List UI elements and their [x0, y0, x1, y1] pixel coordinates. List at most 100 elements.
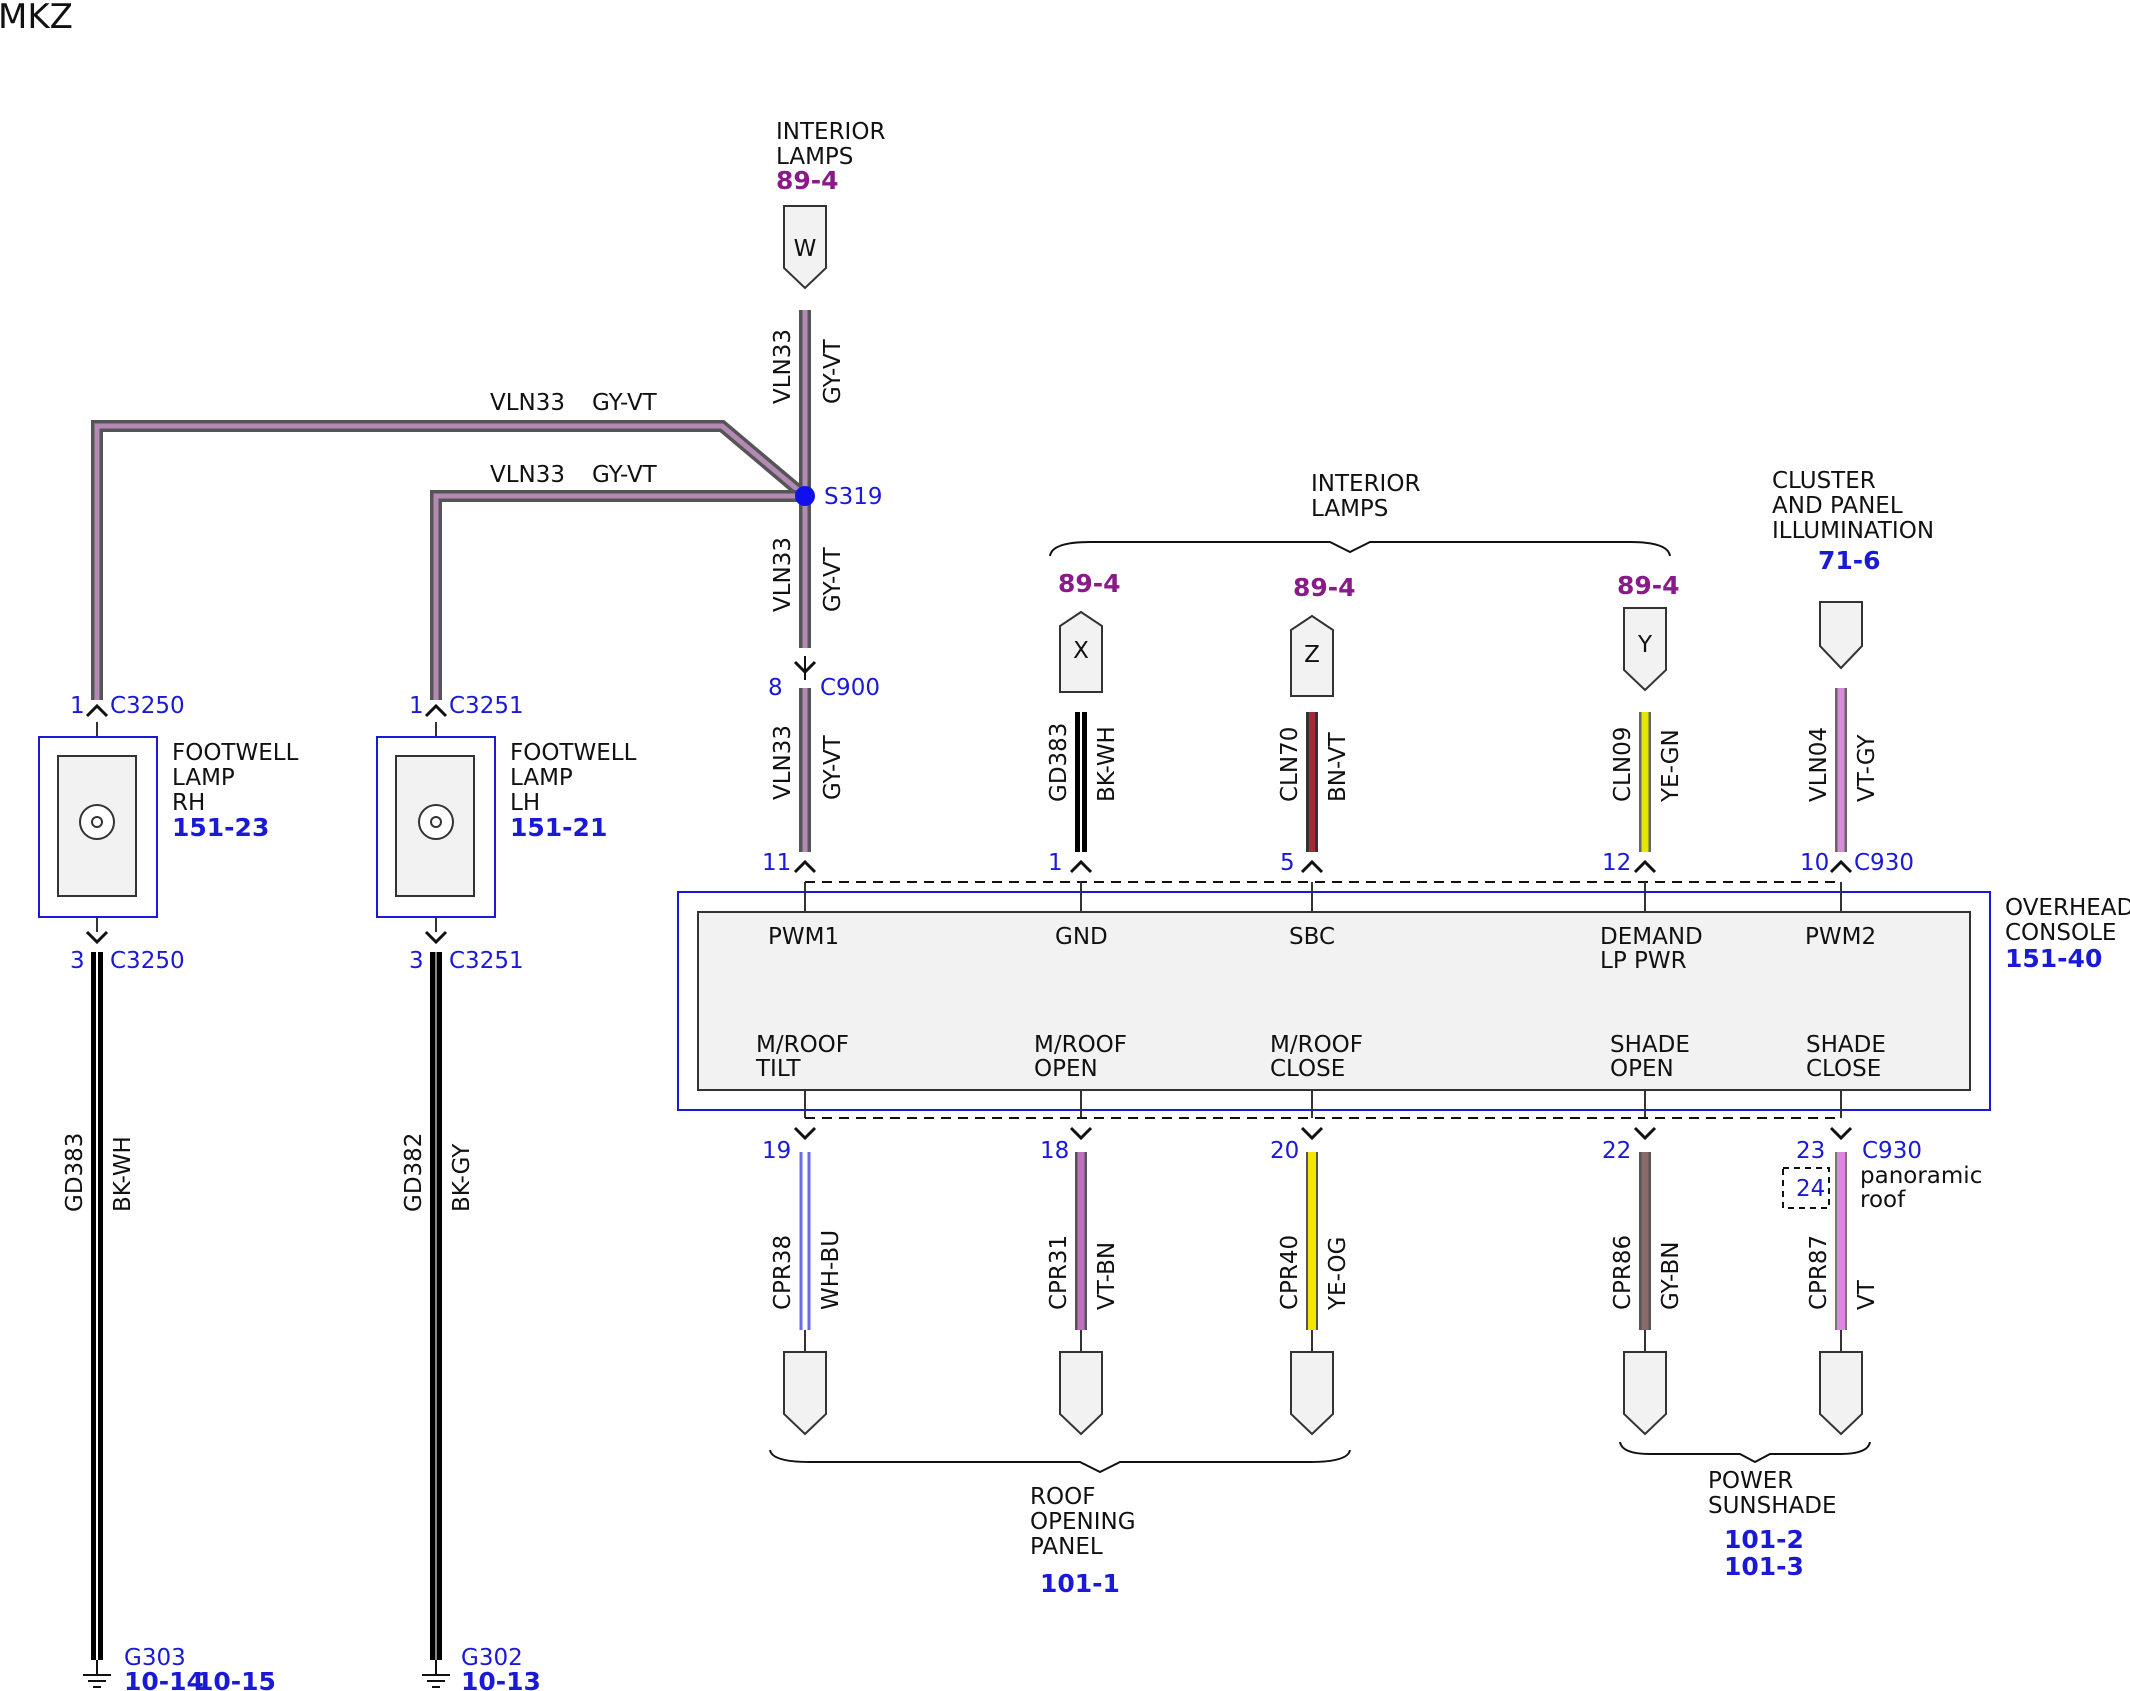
overhead-console[interactable]: 11 1 5 12 10 C930 PWM1 GND SBC DEMAND LP… — [677, 850, 2130, 1213]
ground-g302-ref[interactable]: 10-13 — [461, 1667, 541, 1691]
console-bottom-pin-1: 19 — [762, 1138, 791, 1164]
input-y[interactable]: 89-4 Y — [1617, 571, 1680, 692]
output-open-shape[interactable] — [1059, 1351, 1103, 1436]
footwell-rh-line2: LAMP — [172, 765, 235, 791]
lamp-rh-icon — [79, 804, 115, 840]
pin10-chevron-icon — [1829, 859, 1853, 874]
c3250-top-pin: 1 — [70, 693, 85, 719]
pin18-chevron-icon — [1069, 1126, 1093, 1141]
pin5-chevron-icon — [1300, 859, 1324, 874]
sunshade-line2: SUNSHADE — [1708, 1493, 1837, 1519]
input-x-ref[interactable]: 89-4 — [1058, 569, 1121, 598]
input-x[interactable]: 89-4 X — [1058, 569, 1121, 693]
console-demand-line2: LP PWR — [1600, 948, 1687, 974]
c3250-bottom-pin: 3 — [70, 948, 85, 974]
roof-opening-panel[interactable]: ROOF OPENING PANEL 101-1 — [769, 1449, 1351, 1598]
ground-g303[interactable]: G303 10-14 10-15 — [83, 1645, 276, 1691]
sunshade-ref2[interactable]: 101-3 — [1724, 1552, 1804, 1581]
c3251-bottom-label: C3251 — [449, 948, 524, 974]
c3250-top-label: C3250 — [110, 693, 185, 719]
footwell-rh-ref[interactable]: 151-23 — [172, 813, 269, 842]
c3251-top-chevron-icon — [424, 703, 448, 718]
top-source-line2: LAMPS — [776, 144, 853, 170]
wire-label-cpr31-circuit: CPR31 — [1046, 1235, 1072, 1310]
output-shade-open-shape[interactable] — [1623, 1351, 1667, 1436]
wire-label-cpr38-color: WH-BU — [818, 1230, 844, 1310]
roof-panel-line1: ROOF — [1030, 1484, 1095, 1510]
wire-label-vln33-low-circuit: VLN33 — [770, 725, 796, 800]
roof-panel-ref[interactable]: 101-1 — [1040, 1569, 1120, 1598]
roof-panel-brace — [769, 1449, 1351, 1474]
wire-label-gd382-circuit: GD382 — [401, 1133, 427, 1212]
interior-lamps-brace — [1049, 541, 1671, 557]
wire-vln33-lh[interactable] — [433, 493, 805, 700]
console-bottom-pin-2: 18 — [1040, 1138, 1069, 1164]
vln33-harness: VLN33 GY-VT VLN33 GY-VT VLN33 GY-VT VLN3… — [91, 310, 846, 852]
ground-g303-ref2[interactable]: 10-15 — [196, 1667, 276, 1691]
wire-label-cln70-circuit: CLN70 — [1277, 727, 1303, 802]
cluster-ref[interactable]: 71-6 — [1818, 546, 1881, 575]
interior-lamps-group: INTERIOR LAMPS — [1049, 471, 1671, 557]
sunshade-ref1[interactable]: 101-2 — [1724, 1525, 1804, 1554]
footwell-lh-line2: LAMP — [510, 765, 573, 791]
wire-label-gd383-top-circuit: GD383 — [1046, 723, 1072, 802]
cluster-line2: AND PANEL — [1772, 493, 1903, 519]
console-name-line1: OVERHEAD — [2005, 895, 2130, 921]
input-z[interactable]: 89-4 Z — [1290, 573, 1356, 697]
wire-vln33-lh-edge — [430, 490, 805, 700]
console-bottom-pin-5: 23 — [1796, 1138, 1825, 1164]
output-close-shape[interactable] — [1290, 1351, 1334, 1436]
pin23-chevron-icon — [1829, 1126, 1853, 1141]
input-z-ref[interactable]: 89-4 — [1293, 573, 1356, 602]
wire-label-gd383-top-color: BK-WH — [1094, 726, 1120, 802]
top-source-line1: INTERIOR — [776, 119, 885, 145]
footwell-lamp-lh[interactable]: 1 C3251 FOOTWELL LAMP LH 151-21 3 C3251 — [376, 693, 637, 974]
console-bottom-pin-3: 20 — [1270, 1138, 1299, 1164]
pin19-chevron-icon — [793, 1126, 817, 1141]
wire-label-vln33-rh-circuit: VLN33 — [490, 390, 565, 416]
connector-w-shape — [783, 205, 827, 290]
top-source-ref[interactable]: 89-4 — [776, 166, 839, 195]
console-shade-close-line2: CLOSE — [1806, 1056, 1881, 1082]
wire-label-gd382-color: BK-GY — [449, 1143, 475, 1212]
console-pwm2: PWM2 — [1805, 924, 1876, 950]
output-shade-close-shape[interactable] — [1819, 1351, 1863, 1436]
wire-label-vln33-mid-circuit: VLN33 — [770, 537, 796, 612]
console-shade-open-line1: SHADE — [1610, 1032, 1690, 1058]
roof-panel-line3: PANEL — [1030, 1534, 1103, 1560]
power-sunshade[interactable]: POWER SUNSHADE 101-2 101-3 — [1619, 1441, 1871, 1581]
c3250-top-chevron-icon — [85, 703, 109, 718]
input-y-ref[interactable]: 89-4 — [1617, 571, 1680, 600]
top-source-interior-lamps: INTERIOR LAMPS 89-4 W — [776, 119, 885, 290]
wire-vln33-rh[interactable] — [94, 423, 807, 700]
wire-label-vln33-rh-color: GY-VT — [592, 390, 658, 416]
input-cluster[interactable]: CLUSTER AND PANEL ILLUMINATION 71-6 — [1772, 468, 1934, 670]
wire-label-cln09-color: YE-GN — [1658, 729, 1684, 803]
wire-label-vln04-circuit: VLN04 — [1806, 727, 1832, 802]
c3250-bottom-chevron-icon — [85, 930, 109, 945]
pin22-chevron-icon — [1633, 1126, 1657, 1141]
wire-label-cpr86-circuit: CPR86 — [1610, 1235, 1636, 1310]
lamp-lh-icon — [418, 804, 454, 840]
console-sbc: SBC — [1289, 924, 1335, 950]
splice-s319-dot[interactable] — [795, 486, 815, 506]
c930-top-label: C930 — [1854, 850, 1914, 876]
console-shade-close-line1: SHADE — [1806, 1032, 1886, 1058]
connector-c900: 8 C900 — [768, 656, 880, 701]
wire-label-vln33-mid-color: GY-VT — [820, 546, 846, 612]
console-gnd: GND — [1055, 924, 1108, 950]
page-title: MKZ — [0, 0, 73, 37]
output-tilt-shape[interactable] — [783, 1351, 827, 1436]
ground-g302[interactable]: G302 10-13 — [422, 1645, 541, 1691]
console-ref[interactable]: 151-40 — [2005, 944, 2102, 973]
console-top-pin-3: 5 — [1280, 850, 1295, 876]
footwell-lh-line1: FOOTWELL — [510, 740, 637, 766]
footwell-lamp-rh[interactable]: 1 C3250 FOOTWELL LAMP RH 151-23 3 C3250 — [38, 693, 299, 974]
footwell-lh-ref[interactable]: 151-21 — [510, 813, 607, 842]
footwell-rh-line1: FOOTWELL — [172, 740, 299, 766]
ground-g303-ref1[interactable]: 10-14 — [124, 1667, 204, 1691]
wire-label-vln33-low-color: GY-VT — [820, 734, 846, 800]
pin11-chevron-icon — [793, 859, 817, 874]
wire-label-cpr31-color: VT-BN — [1094, 1242, 1120, 1310]
footwell-lh-outline — [376, 736, 496, 918]
